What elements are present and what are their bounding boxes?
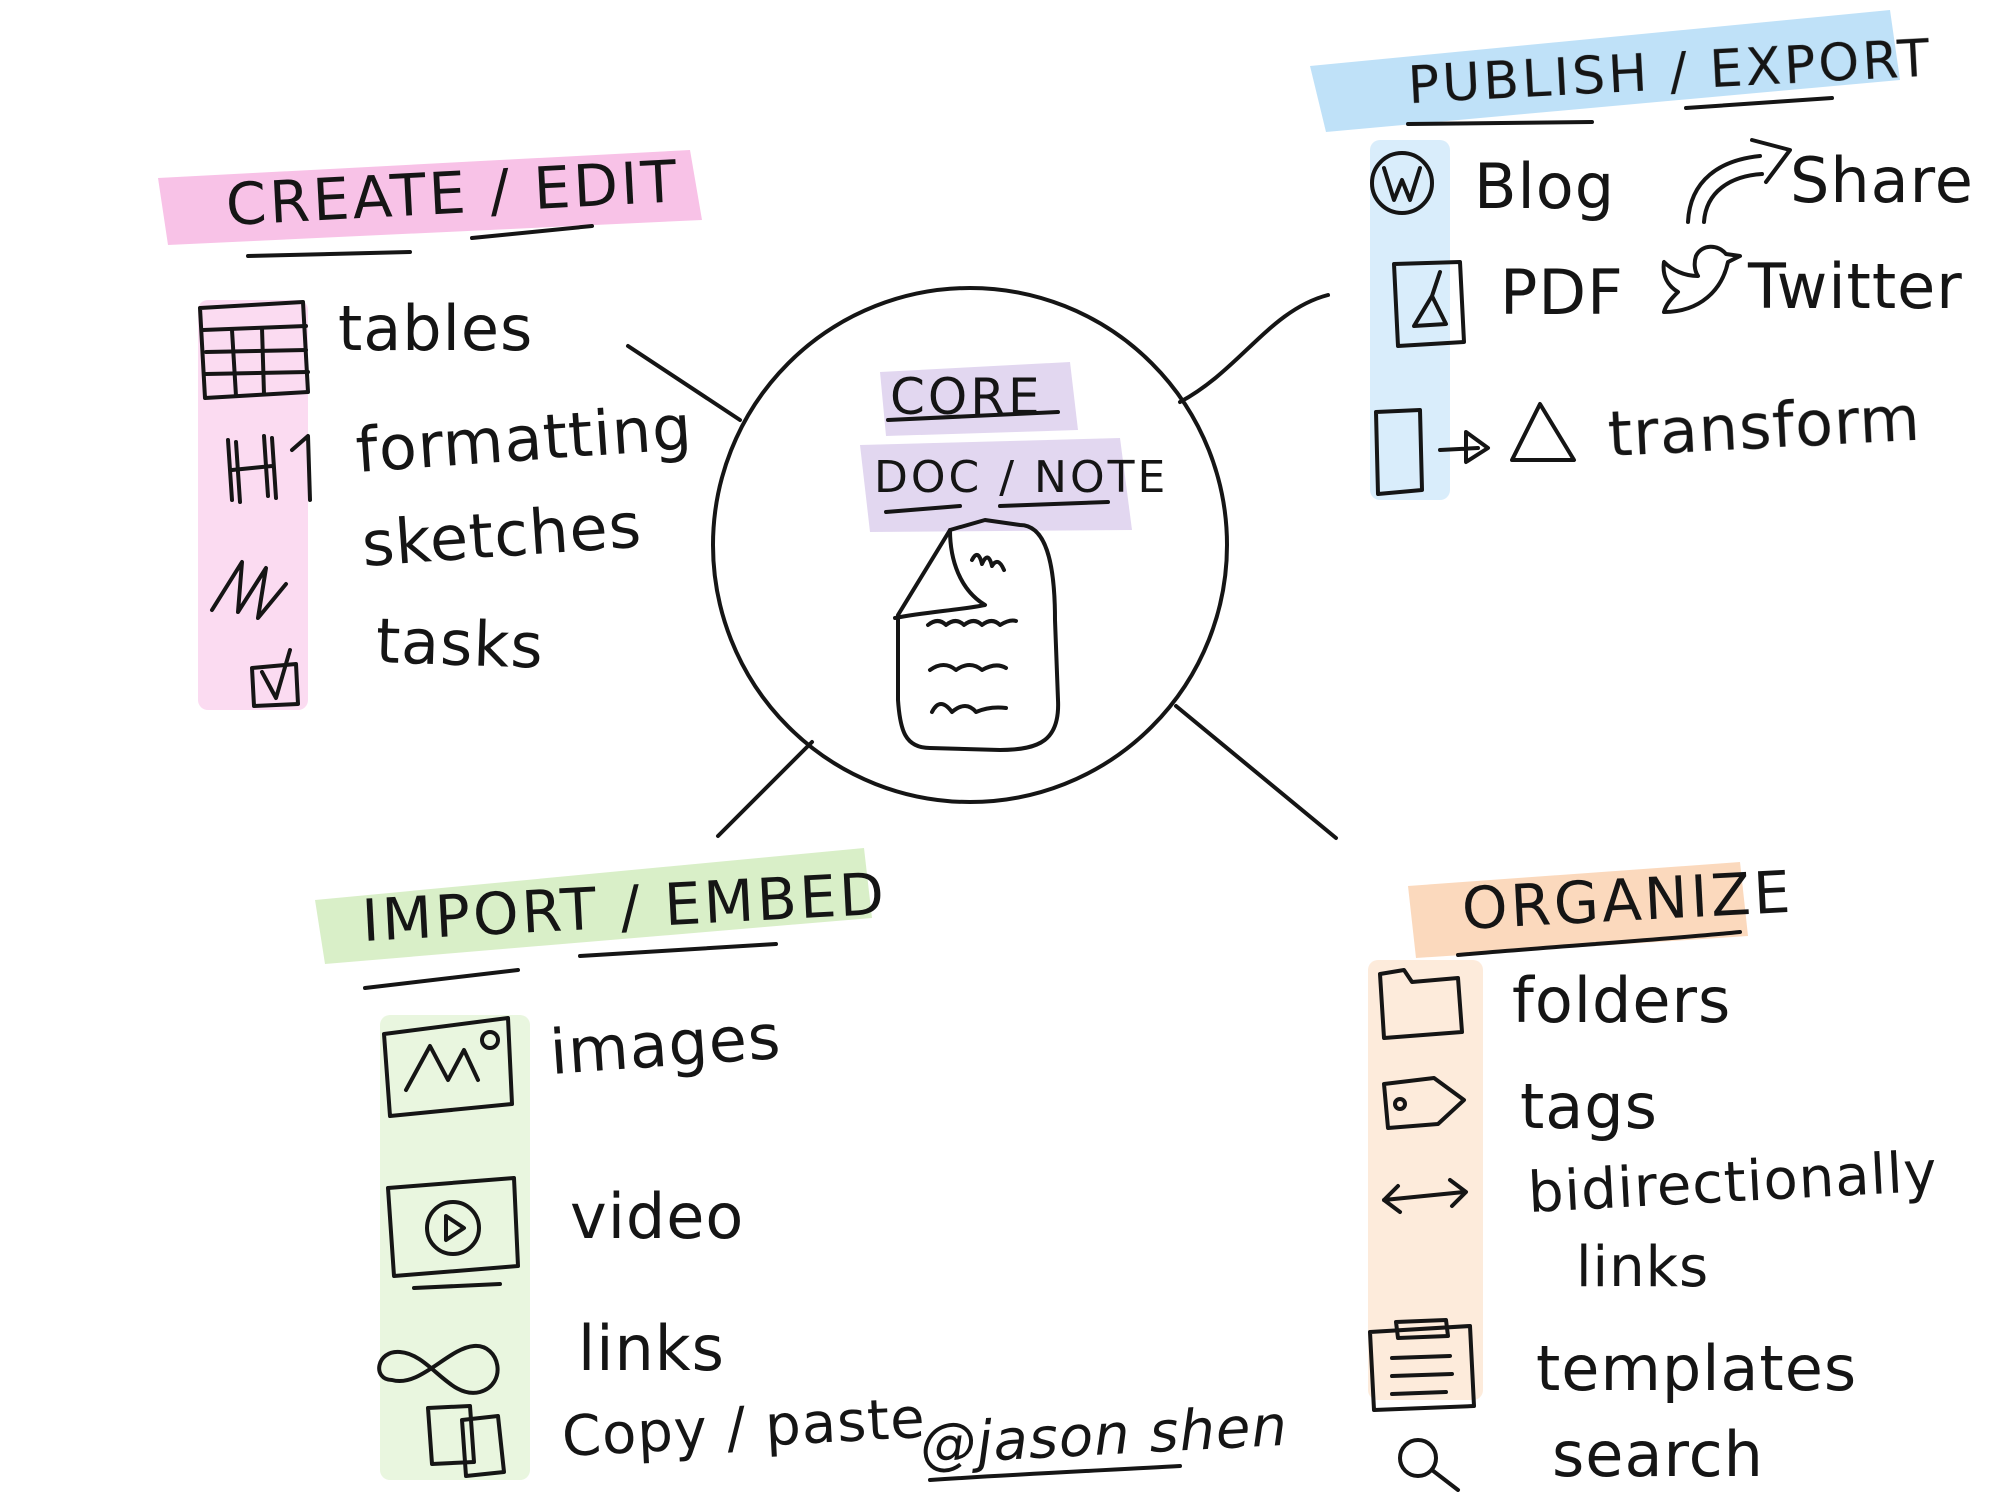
tag-icon xyxy=(1382,1076,1466,1130)
video-icon xyxy=(386,1176,520,1290)
core-underline-3 xyxy=(998,500,1110,508)
organize-item-search: search xyxy=(1552,1418,1764,1491)
publish-item-blog: Blog xyxy=(1474,150,1616,223)
import-embed-highlight xyxy=(315,848,872,964)
bidirectional-arrow-icon xyxy=(1382,1178,1468,1214)
core-underline-2 xyxy=(884,504,962,514)
create-item-sketches: sketches xyxy=(359,488,645,581)
core-subtitle: DOC / NOTE xyxy=(874,452,1169,503)
scribble-icon xyxy=(210,560,288,620)
publish-item-share: Share xyxy=(1790,144,1974,217)
signature-underline xyxy=(928,1464,1182,1482)
create-item-tables: tables xyxy=(338,292,534,365)
search-icon xyxy=(1398,1438,1460,1492)
link-icon xyxy=(377,1343,500,1395)
create-underline xyxy=(246,224,594,258)
import-item-images: images xyxy=(547,999,784,1089)
import-item-video: video xyxy=(570,1180,745,1253)
create-icon-tint xyxy=(198,300,308,710)
table-icon xyxy=(198,300,310,400)
publish-item-pdf: PDF xyxy=(1500,256,1624,329)
transform-icon xyxy=(1374,402,1576,496)
template-icon xyxy=(1368,1318,1476,1412)
organize-item-folders: folders xyxy=(1512,964,1732,1037)
copy-paste-icon xyxy=(426,1404,506,1478)
highlights xyxy=(158,10,1900,1480)
connector-publish xyxy=(1178,293,1330,404)
document-icon xyxy=(893,518,1061,752)
folder-icon xyxy=(1378,968,1464,1040)
organize-highlight xyxy=(1408,862,1748,958)
publish-item-twitter: Twitter xyxy=(1748,250,1963,323)
share-arrow-icon xyxy=(1686,138,1792,224)
create-item-tasks: tasks xyxy=(374,604,546,683)
connector-import xyxy=(716,740,814,838)
checkbox-icon xyxy=(250,648,300,708)
core-title: CORE xyxy=(890,368,1043,426)
core-circle xyxy=(711,286,1229,804)
core-underline-1 xyxy=(886,410,1060,422)
import-item-links: links xyxy=(578,1312,725,1385)
twitter-bird-icon xyxy=(1661,244,1742,314)
pdf-icon xyxy=(1392,260,1466,348)
import-underline xyxy=(363,942,778,990)
create-edit-highlight xyxy=(158,150,702,245)
connector-create xyxy=(626,344,742,422)
connector-organize xyxy=(1174,704,1338,840)
organize-icon-tint xyxy=(1368,960,1483,1400)
wordpress-icon xyxy=(1370,151,1434,215)
organize-item-templates: templates xyxy=(1536,1332,1858,1405)
import-icon-tint xyxy=(380,1015,530,1480)
heading-h1-icon xyxy=(226,434,312,504)
organize-heading: ORGANIZE xyxy=(1460,857,1795,943)
publish-export-highlight xyxy=(1310,10,1900,132)
image-icon xyxy=(382,1016,514,1118)
organize-underline xyxy=(1456,930,1742,957)
publish-underline xyxy=(1406,96,1834,126)
publish-item-transform: transform xyxy=(1606,381,1923,471)
organize-item-tags: tags xyxy=(1520,1070,1658,1143)
organize-item-links: links xyxy=(1576,1235,1710,1300)
